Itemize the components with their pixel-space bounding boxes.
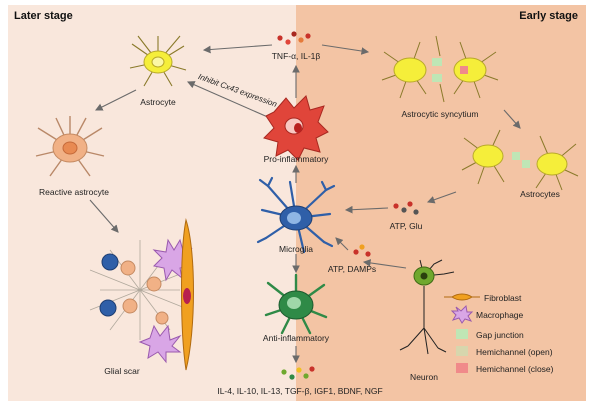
- astrocyte-label: Astrocyte: [140, 97, 176, 107]
- arrow-astrocyte-to-reactive: [95, 89, 137, 111]
- astrocytic-syncytium-label: Astrocytic syncytium: [401, 109, 479, 119]
- anti-inflammatory-label: Anti-inflammatory: [262, 333, 330, 343]
- tnf-signal-label: TNF-α, IL-1β: [271, 51, 321, 61]
- arrow-tnf-to-syncytium: [321, 44, 370, 55]
- early-stage-header: Early stage: [519, 10, 578, 22]
- arrow-syncytium-to-astrocytes: [503, 109, 521, 129]
- arrow-atpglu-to-microglia: [344, 205, 389, 214]
- arrow-neuron-to-damps: [362, 259, 407, 269]
- microglia-label: Microglia: [278, 244, 314, 254]
- reactive-astrocyte-label: Reactive astrocyte: [39, 187, 109, 197]
- pro-inflammatory-label: Pro-inflammatory: [263, 154, 329, 164]
- early-stage-panel: [296, 5, 586, 401]
- legend-macrophage-label: Macrophage: [476, 310, 524, 320]
- astrocytes-label: Astrocytes: [520, 189, 560, 199]
- arrow-tnf-to-astrocyte: [202, 44, 273, 54]
- later-stage-header: Later stage: [14, 10, 73, 22]
- reactive-astrocyte-cell: [35, 116, 105, 177]
- glial-scar-label: Glial scar: [104, 366, 140, 376]
- tnf-signal-dots: [277, 31, 311, 45]
- atp-glu-signal-label: ATP, Glu: [389, 221, 423, 231]
- arrow-damps-to-microglia: [335, 237, 349, 251]
- legend-hemichannel-open-label: Hemichannel (open): [476, 347, 553, 357]
- arrow-reactive-to-scar: [89, 199, 119, 233]
- astrocytic-syncytium: [381, 35, 499, 103]
- legend-fibroblast-icon: [444, 293, 480, 301]
- glial-scar-cluster: [89, 218, 194, 371]
- atp-damps-signal-dots: [353, 244, 371, 257]
- microglia-cell: [256, 176, 336, 254]
- legend-hemichannel-close-label: Hemichannel (close): [476, 364, 554, 374]
- anti-inflammatory-cell: [264, 273, 328, 335]
- legend-gap-junction-swatch: [456, 329, 468, 339]
- legend-hemichannel-close-swatch: [456, 363, 468, 373]
- legend-hemichannel-open-swatch: [456, 346, 468, 356]
- cytokines-signal-label: IL-4, IL-10, IL-13, TGF-β, IGF1, BDNF, N…: [217, 386, 383, 396]
- astrocyte-cell: [129, 35, 187, 87]
- legend-macrophage-icon: [450, 304, 474, 324]
- neuron-cell: [399, 259, 455, 355]
- pro-inflammatory-cell: [263, 95, 329, 161]
- legend-fibroblast-label: Fibroblast: [484, 293, 522, 303]
- cytokine-signal-dots: [281, 366, 315, 380]
- legend-gap-junction-label: Gap junction: [476, 330, 524, 340]
- neuron-label: Neuron: [410, 372, 438, 382]
- arrow-pro-to-astrocyte: [186, 81, 271, 119]
- atp-glu-signal-dots: [393, 201, 419, 215]
- astrocytes-group: [461, 129, 579, 191]
- atp-damps-signal-label: ATP, DAMPs: [327, 264, 377, 274]
- arrow-astrocytes-to-atpglu: [426, 191, 457, 204]
